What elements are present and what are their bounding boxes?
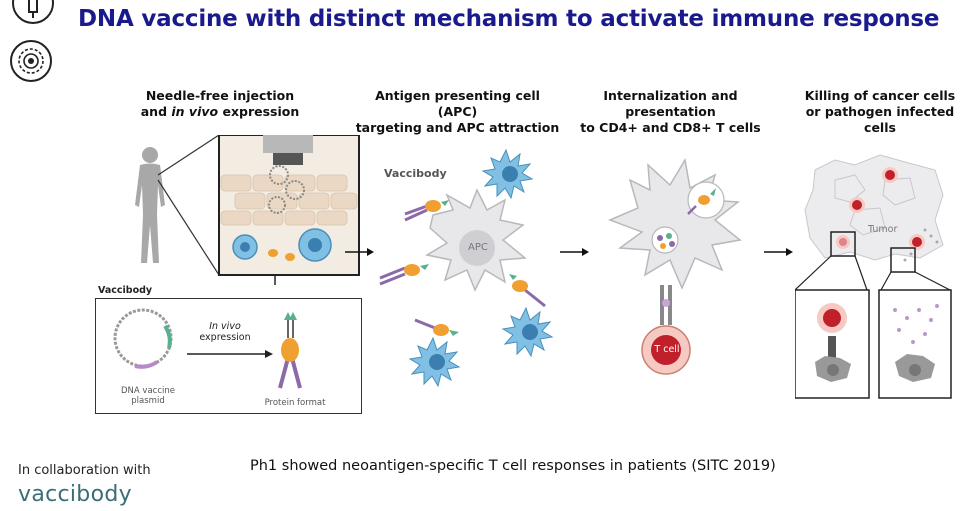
step4-line2: or pathogen infected cells — [805, 104, 955, 135]
vaccibody-protein-icon — [278, 312, 302, 389]
step2-line2: targeting and APC attraction — [355, 120, 560, 135]
step2-title: Antigen presenting cell (APC) targeting … — [355, 88, 560, 136]
step1-line2-post: expression — [218, 104, 300, 119]
vaccibody-molecule-1 — [404, 200, 449, 222]
step3-line2: to CD4+ and CD8+ T cells — [580, 120, 761, 135]
plasmid-label: DNA vaccine plasmid — [108, 386, 188, 406]
large-apc-cell — [607, 157, 742, 290]
plasmid-icon — [113, 308, 173, 369]
apc-cell — [424, 188, 527, 292]
footer-note: Ph1 showed neoantigen-specific T cell re… — [250, 458, 776, 474]
step4-title: Killing of cancer cells or pathogen infe… — [790, 88, 970, 136]
arrow-1 — [345, 248, 374, 256]
expression-label: In vivo expression — [195, 321, 255, 343]
plasmid-label-line2: plasmid — [131, 396, 165, 406]
internalized-vaccibody — [687, 188, 716, 215]
blue-apc-1 — [481, 148, 534, 200]
vaccibody-molecule-3 — [509, 274, 546, 308]
t-cell — [641, 325, 691, 375]
human-silhouette — [135, 147, 165, 263]
target-icon — [10, 40, 52, 82]
page-title: DNA vaccine with distinct mechanism to a… — [78, 6, 940, 32]
tumor-cells-red — [836, 167, 925, 250]
vaccibody-logo: vaccibody — [18, 482, 132, 507]
arrow-3 — [764, 248, 793, 256]
vaccibody-inset — [95, 298, 362, 414]
internalization-illustration — [607, 157, 742, 375]
killing-detail-left — [815, 303, 851, 382]
expression-label-em: In vivo — [209, 321, 241, 332]
plasmid-label-line1: DNA vaccine — [121, 386, 175, 396]
apc-targeting-illustration — [379, 148, 554, 388]
step1-line2: and in vivo expression — [130, 104, 310, 120]
tumor-label: Tumor — [868, 224, 898, 235]
step1-line2-pre: and — [140, 104, 172, 119]
apc-cell-small — [298, 228, 332, 262]
step2-line1: Antigen presenting cell (APC) — [375, 88, 540, 119]
killing-detail-right — [893, 304, 939, 382]
blue-apc-3 — [408, 336, 461, 388]
tumor-mass — [804, 154, 944, 261]
blue-apc-2 — [501, 306, 554, 358]
apc-label: APC — [468, 242, 488, 253]
inset-illustration — [113, 308, 302, 389]
arrow-2 — [560, 248, 589, 256]
inset-header: Vaccibody — [98, 285, 153, 296]
t-cell-label: T cell — [654, 344, 680, 355]
injection-illustration — [135, 135, 360, 285]
step3-title: Internalization and presentation to CD4+… — [563, 88, 778, 136]
step4-line1: Killing of cancer cells — [804, 88, 956, 103]
vaccibody-molecule-2 — [379, 264, 429, 286]
step1-line1: Needle-free injection — [145, 88, 295, 103]
step1-title: Needle-free injection and in vivo expres… — [130, 88, 310, 120]
collaboration-text: In collaboration with — [18, 463, 151, 478]
step3-line1: Internalization and presentation — [603, 88, 738, 119]
tumor-killing-illustration — [795, 154, 952, 399]
expression-label-text: expression — [199, 332, 251, 343]
syringe-icon — [12, 0, 54, 24]
step1-line2-em: in vivo — [171, 104, 219, 119]
apc-vaccibody-label: Vaccibody — [384, 167, 447, 180]
vaccibody-molecule-4 — [414, 318, 459, 336]
protein-format-label: Protein format — [264, 398, 326, 408]
